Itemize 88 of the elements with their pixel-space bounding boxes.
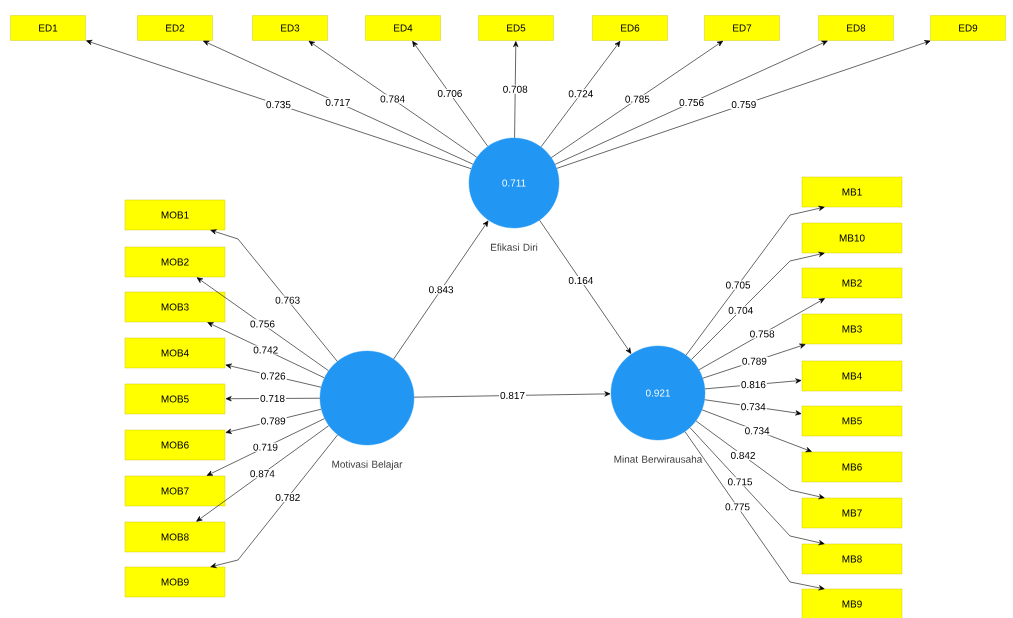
- indicator-box: MB3: [801, 313, 903, 345]
- arrow: [554, 40, 828, 165]
- edge-label: 0.708: [501, 84, 529, 94]
- construct-name: Minat Berwirausaha: [614, 455, 703, 463]
- arrow: [393, 220, 489, 360]
- edge-label: 0.164: [567, 275, 595, 285]
- arrow: [210, 229, 338, 362]
- arrow: [206, 418, 325, 476]
- edge-label: 0.734: [739, 402, 767, 412]
- indicator-box: MOB6: [124, 429, 226, 461]
- construct-name: Efikasi Diri: [491, 243, 538, 251]
- indicator-box: ED6: [592, 15, 668, 41]
- indicator-box: MB9: [801, 588, 903, 618]
- arrow: [685, 205, 825, 356]
- indicator-box: ED7: [704, 15, 780, 41]
- arrow: [225, 396, 321, 402]
- edge-label: 0.735: [264, 100, 292, 110]
- edge-label: 0.719: [252, 442, 279, 452]
- indicator-box: MB2: [801, 267, 903, 299]
- edge-label: 0.784: [379, 94, 407, 104]
- indicator-box: ED8: [818, 15, 894, 41]
- arrow: [695, 420, 825, 500]
- edge-label: 0.817: [499, 390, 526, 400]
- edge-label: 0.816: [739, 380, 767, 390]
- edge-label: 0.742: [252, 345, 280, 355]
- arrow: [684, 431, 825, 591]
- edge-label: 0.734: [743, 426, 771, 436]
- arrow: [701, 409, 812, 453]
- edge-label: 0.756: [678, 98, 706, 108]
- arrow: [556, 40, 931, 169]
- indicator-box: ED4: [365, 15, 441, 41]
- edge-label: 0.775: [724, 502, 751, 512]
- edge-label: 0.874: [248, 469, 276, 479]
- arrow: [203, 40, 474, 165]
- edge-label: 0.842: [729, 450, 757, 460]
- arrow: [308, 40, 478, 158]
- indicator-box: MOB2: [124, 246, 226, 278]
- edge-label: 0.758: [748, 329, 776, 339]
- arrow: [691, 251, 825, 360]
- indicator-box: MB1: [801, 176, 903, 208]
- arrow: [207, 322, 325, 379]
- arrow: [210, 434, 338, 569]
- edge-label: 0.785: [623, 94, 651, 104]
- edge-label: 0.704: [727, 305, 755, 315]
- arrow: [86, 39, 472, 170]
- indicator-box: MB10: [801, 222, 903, 254]
- indicator-box: ED9: [930, 15, 1006, 41]
- indicator-box: MOB5: [124, 383, 226, 415]
- indicator-box: ED1: [10, 15, 86, 41]
- edge-label: 0.718: [259, 393, 286, 403]
- indicator-box: MB6: [801, 451, 903, 483]
- edge-label: 0.717: [324, 97, 352, 107]
- arrow: [698, 298, 825, 371]
- indicator-box: MB7: [801, 497, 903, 529]
- edge-label: 0.726: [259, 371, 287, 381]
- edge-label: 0.782: [274, 492, 302, 502]
- arrow: [196, 425, 330, 522]
- indicator-box: MOB9: [124, 566, 226, 598]
- indicator-box: MOB7: [124, 475, 226, 507]
- indicator-box: MB8: [801, 543, 903, 575]
- edge-label: 0.715: [726, 477, 754, 487]
- arrow: [412, 41, 488, 147]
- edge-label: 0.763: [274, 295, 302, 305]
- arrow: [540, 41, 621, 148]
- edge-label: 0.789: [259, 416, 287, 426]
- arrow: [551, 40, 723, 158]
- indicator-box: ED5: [478, 15, 554, 41]
- indicator-box: MOB3: [124, 291, 226, 323]
- indicator-box: MB4: [801, 360, 903, 392]
- indicator-box: ED3: [252, 15, 328, 41]
- edge-label: 0.706: [436, 88, 464, 98]
- arrow: [539, 219, 632, 354]
- edge-label: 0.724: [567, 89, 595, 99]
- edge-label: 0.789: [740, 356, 768, 366]
- edge-label: 0.759: [730, 100, 758, 110]
- construct-name: Motivasi Belajar: [332, 460, 403, 470]
- arrow: [513, 41, 519, 139]
- arrow: [196, 277, 329, 372]
- edge-label: 0.756: [249, 319, 276, 329]
- edge-label: 0.843: [427, 285, 455, 295]
- indicator-box: MOB1: [124, 199, 226, 231]
- arrow: [689, 427, 825, 546]
- indicator-box: MOB8: [124, 521, 226, 553]
- arrow: [413, 391, 611, 398]
- edge-label: 0.705: [724, 280, 752, 290]
- indicator-box: ED2: [137, 15, 213, 41]
- indicator-box: MB5: [801, 405, 903, 437]
- indicator-box: MOB4: [124, 337, 226, 369]
